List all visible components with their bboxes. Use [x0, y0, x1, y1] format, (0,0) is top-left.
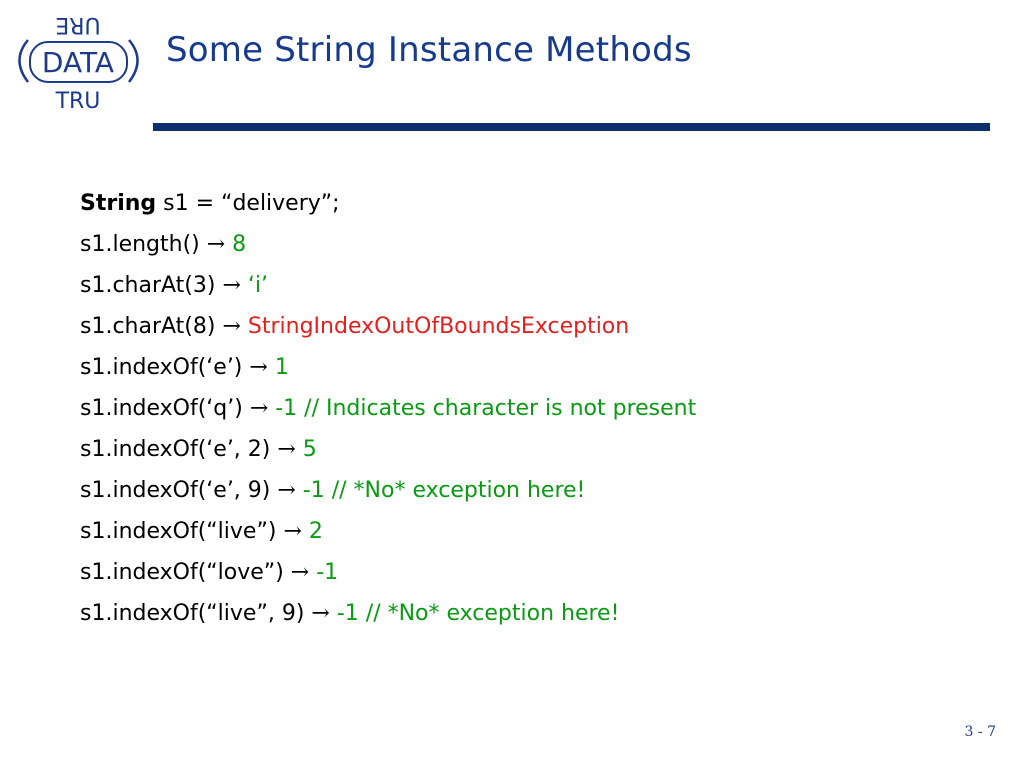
- code-line: s1.indexOf(‘e’, 9) → -1 // *No* exceptio…: [80, 470, 696, 511]
- code-expression: s1.length(): [80, 232, 207, 257]
- code-expression: s1.indexOf(“live”, 9): [80, 601, 312, 626]
- title-underline: [153, 123, 990, 131]
- code-result: -1: [309, 560, 339, 585]
- right-arrow-icon: →: [311, 601, 330, 626]
- code-result: 1: [267, 355, 289, 380]
- right-arrow-icon: →: [206, 232, 226, 257]
- code-expression: s1.indexOf(“love”): [80, 560, 291, 585]
- code-expression: s1.indexOf(‘e’): [80, 355, 250, 380]
- code-line: s1.indexOf(‘e’) → 1: [80, 347, 696, 388]
- code-expression: s1 = “delivery”;: [156, 191, 340, 216]
- code-result: ‘i’: [240, 273, 268, 298]
- code-line: s1.indexOf(“love”) → -1: [80, 552, 696, 593]
- slide-title: Some String Instance Methods: [166, 30, 692, 70]
- logo-top-text: URE: [55, 12, 100, 37]
- code-line: String s1 = “delivery”;: [80, 183, 696, 224]
- code-line: s1.charAt(3) → ‘i’: [80, 265, 696, 306]
- right-arrow-icon: →: [290, 560, 310, 585]
- code-line: s1.length() → 8: [80, 224, 696, 265]
- code-result: 5: [295, 437, 317, 462]
- code-result: -1 // Indicates character is not present: [268, 396, 697, 421]
- code-line: s1.indexOf(‘e’, 2) → 5: [80, 429, 696, 470]
- code-result: -1 // *No* exception here!: [329, 601, 620, 626]
- right-arrow-icon: →: [249, 355, 268, 380]
- code-expression: s1.charAt(3): [80, 273, 223, 298]
- logo-bottom-text: TRU: [55, 89, 101, 110]
- right-arrow-icon: →: [277, 478, 296, 503]
- code-line: s1.indexOf(‘q’) → -1 // Indicates charac…: [80, 388, 696, 429]
- page-number: 3 - 7: [964, 724, 996, 740]
- code-result: -1 // *No* exception here!: [295, 478, 586, 503]
- right-arrow-icon: →: [283, 519, 302, 544]
- code-expression: s1.charAt(8): [80, 314, 223, 339]
- code-expression: s1.indexOf(‘q’): [80, 396, 250, 421]
- code-line: s1.charAt(8) → StringIndexOutOfBoundsExc…: [80, 306, 696, 347]
- code-line: s1.indexOf(“live”, 9) → -1 // *No* excep…: [80, 593, 696, 634]
- code-expression: s1.indexOf(‘e’, 9): [80, 478, 278, 503]
- code-keyword: String: [80, 191, 157, 216]
- code-expression: s1.indexOf(‘e’, 2): [80, 437, 278, 462]
- code-result: 2: [301, 519, 323, 544]
- right-arrow-icon: →: [222, 314, 241, 339]
- right-arrow-icon: →: [249, 396, 269, 421]
- code-result: StringIndexOutOfBoundsException: [240, 314, 630, 339]
- data-structures-logo: URE DATA TRU: [18, 12, 139, 110]
- code-expression: s1.indexOf(“live”): [80, 519, 284, 544]
- code-line: s1.indexOf(“live”) → 2: [80, 511, 696, 552]
- code-result: 8: [225, 232, 247, 257]
- logo-middle-text: DATA: [42, 46, 114, 79]
- right-arrow-icon: →: [277, 437, 296, 462]
- right-arrow-icon: →: [222, 273, 241, 298]
